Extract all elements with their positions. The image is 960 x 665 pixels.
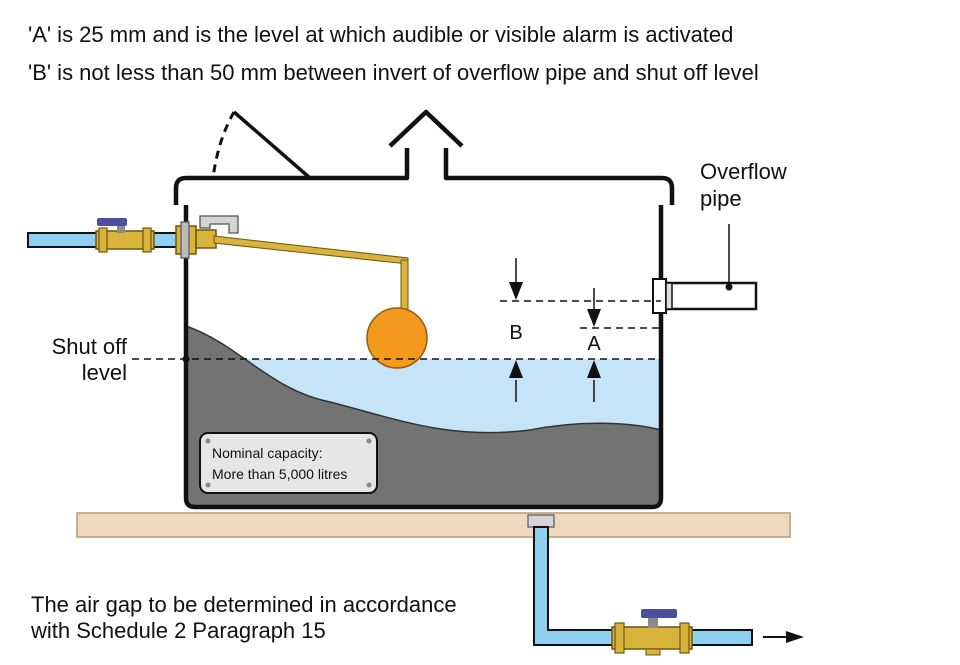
note-dimension-b: 'B' is not less than 50 mm between inver… xyxy=(28,60,759,85)
tank-lid-right xyxy=(443,148,675,205)
overflow-collar xyxy=(665,282,673,310)
arrow-right-icon xyxy=(763,631,804,643)
inlet-valve-icon xyxy=(95,218,155,253)
outlet-fitting xyxy=(527,514,555,528)
base-board xyxy=(76,512,791,538)
float-ball xyxy=(366,307,428,369)
float-valve-body xyxy=(175,215,239,259)
overflow-label-line2: pipe xyxy=(700,186,742,211)
tank-lid-middle xyxy=(310,148,410,181)
overflow-pipe xyxy=(659,281,758,311)
dimension-a-label: A xyxy=(587,333,601,355)
shutoff-label-line1: Shut off xyxy=(52,334,128,359)
airgap-note-line1: The air gap to be determined in accordan… xyxy=(31,592,457,617)
shutoff-label-line2: level xyxy=(82,360,127,385)
note-dimension-a: 'A' is 25 mm and is the level at which a… xyxy=(28,22,734,47)
lid-flap-swing xyxy=(211,111,236,179)
outlet-pipe xyxy=(533,526,753,646)
plaque-text-line1: Nominal capacity: xyxy=(212,445,323,461)
dimension-b-arrows xyxy=(509,258,523,402)
shutoff-level-dot xyxy=(182,355,190,363)
vent-cap xyxy=(388,109,464,148)
lid-flap xyxy=(232,110,312,180)
plaque-text-line2: More than 5,000 litres xyxy=(212,466,347,482)
airgap-note-line2: with Schedule 2 Paragraph 15 xyxy=(30,618,326,643)
tank-body xyxy=(183,205,664,510)
dimension-b-label: B xyxy=(509,322,522,344)
capacity-plaque xyxy=(199,432,378,494)
overflow-label-line1: Overflow xyxy=(700,159,787,184)
tank-lid-left xyxy=(173,175,310,205)
float-arm xyxy=(213,235,409,265)
outlet-valve-icon xyxy=(611,609,693,656)
overflow-flange xyxy=(652,278,667,314)
overflow-leader-dot xyxy=(725,283,733,291)
dimension-a-arrows xyxy=(587,288,601,402)
